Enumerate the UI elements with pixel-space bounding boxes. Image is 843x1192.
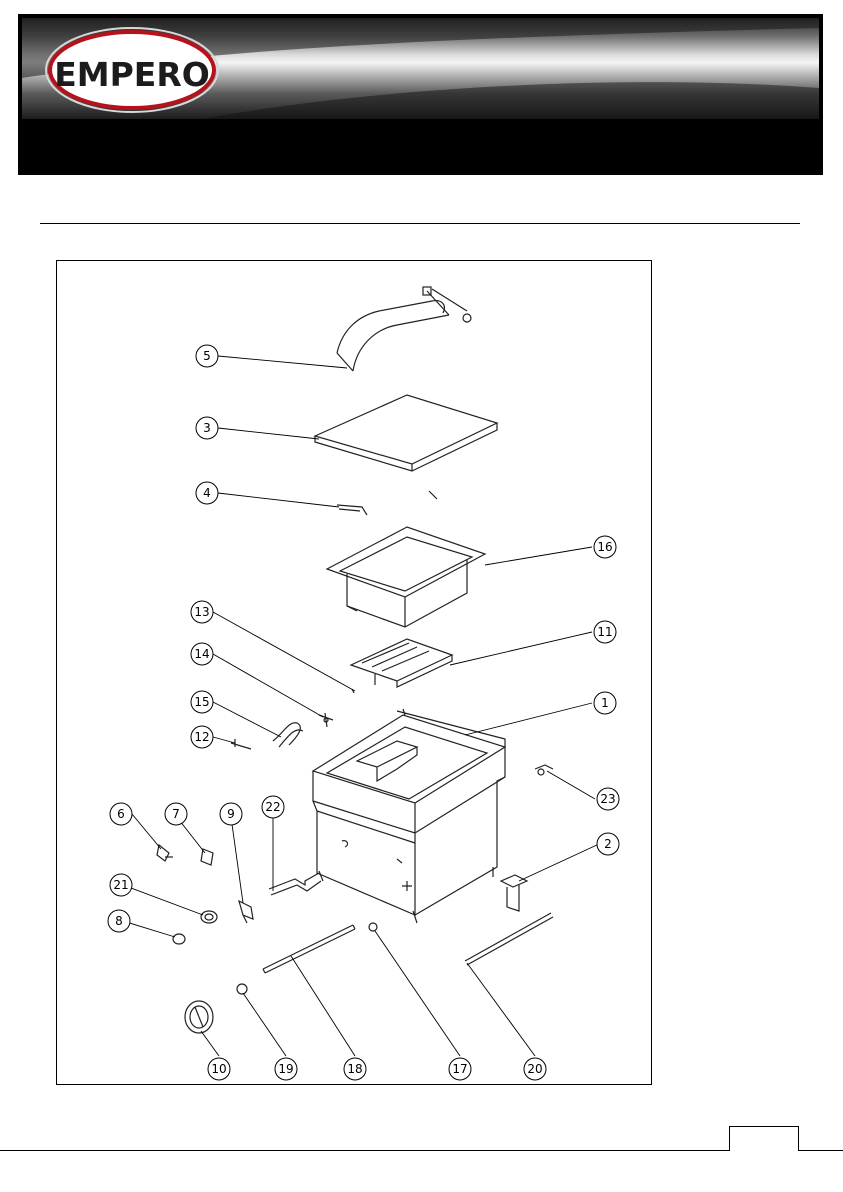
footer-rule-left	[0, 1150, 729, 1151]
part-knob-8	[173, 934, 185, 944]
part-knob-ring	[201, 911, 217, 923]
callout-label: 19	[278, 1062, 293, 1076]
callout-2: 2	[597, 833, 619, 855]
callout-5: 5	[196, 345, 218, 367]
part-small-pin	[231, 739, 251, 749]
callout-18: 18	[344, 1058, 366, 1080]
brand-logo: EMPERO	[54, 55, 210, 94]
callout-label: 21	[113, 878, 128, 892]
callout-4: 4	[196, 482, 218, 504]
callout-15: 15	[191, 691, 213, 713]
callout-17: 17	[449, 1058, 471, 1080]
callout-9: 9	[220, 803, 242, 825]
callout-label: 22	[265, 800, 280, 814]
part-lid-handle	[337, 505, 367, 515]
callout-label: 5	[203, 349, 211, 363]
callout-11: 11	[594, 621, 616, 643]
part-19	[237, 984, 247, 994]
callout-label: 20	[527, 1062, 542, 1076]
part-oil-tank	[327, 527, 485, 627]
part-lid	[315, 395, 497, 499]
callout-21: 21	[110, 874, 132, 896]
part-drain-tube	[263, 925, 355, 973]
callout-label: 16	[597, 540, 612, 554]
part-foot	[501, 875, 527, 911]
page-number-tab	[729, 1126, 799, 1151]
callout-label: 10	[211, 1062, 226, 1076]
callout-label: 4	[203, 486, 211, 500]
callout-label: 17	[452, 1062, 467, 1076]
callout-10: 10	[208, 1058, 230, 1080]
part-basket-handle	[337, 287, 471, 371]
part-17	[369, 923, 377, 931]
callout-23: 23	[597, 788, 619, 810]
banner-gradient: EMPERO	[22, 18, 819, 119]
callout-16: 16	[594, 536, 616, 558]
callout-20: 20	[524, 1058, 546, 1080]
callout-label: 6	[117, 807, 125, 821]
callout-label: 8	[115, 914, 123, 928]
callout-label: 3	[203, 421, 211, 435]
callout-6: 6	[110, 803, 132, 825]
callout-label: 1	[601, 696, 609, 710]
callout-label: 15	[194, 695, 209, 709]
callout-8: 8	[108, 910, 130, 932]
footer-rule-right	[797, 1150, 843, 1151]
part-knob	[185, 1001, 213, 1033]
callout-1: 1	[594, 692, 616, 714]
callout-label: 18	[347, 1062, 362, 1076]
part-23	[535, 765, 553, 775]
callout-3: 3	[196, 417, 218, 439]
callout-7: 7	[165, 803, 187, 825]
part-7	[201, 849, 213, 865]
callout-label: 11	[597, 625, 612, 639]
callout-label: 23	[600, 792, 615, 806]
part-strainer	[351, 639, 452, 687]
part-thermostat-bulb	[319, 713, 333, 727]
callout-label: 14	[194, 647, 209, 661]
callout-14: 14	[191, 643, 213, 665]
part-hose	[269, 873, 321, 895]
callout-label: 7	[172, 807, 180, 821]
callout-label: 12	[194, 730, 209, 744]
part-main-body	[313, 709, 505, 923]
callout-12: 12	[191, 726, 213, 748]
callout-label: 13	[194, 605, 209, 619]
callout-label: 2	[604, 837, 612, 851]
callout-label: 9	[227, 807, 235, 821]
header-banner: EMPERO	[18, 14, 823, 175]
callout-13: 13	[191, 601, 213, 623]
callout-22: 22	[262, 796, 284, 818]
header-rule	[40, 223, 800, 224]
part-9	[239, 901, 253, 923]
callout-19: 19	[275, 1058, 297, 1080]
part-rod	[465, 913, 553, 965]
